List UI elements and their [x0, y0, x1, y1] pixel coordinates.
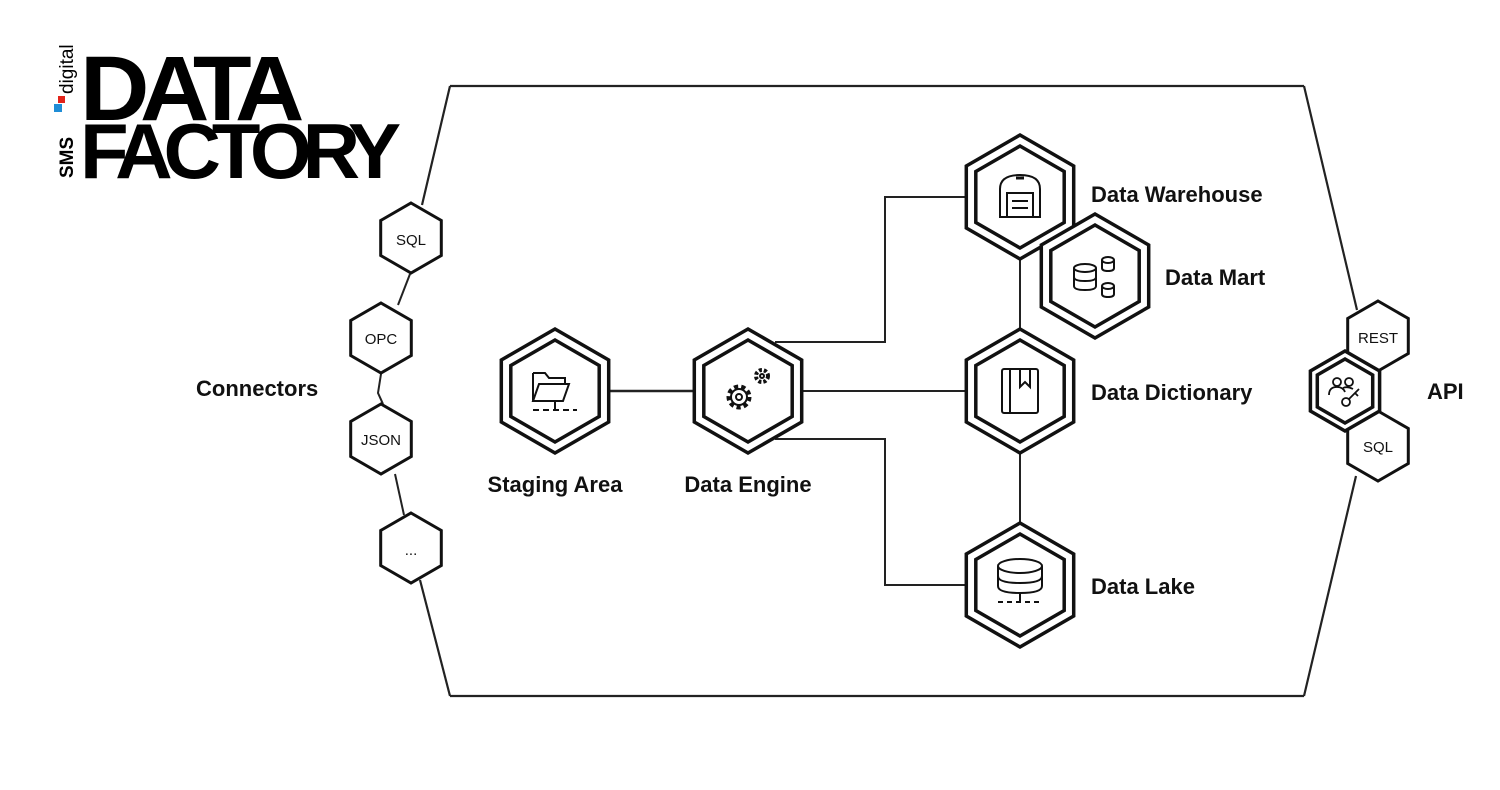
logo-blue-square: [54, 104, 62, 112]
staging-area-hex-inner: [509, 337, 601, 445]
edge-engine-lake: [775, 438, 968, 586]
edge-engine-warehouse: [775, 196, 968, 343]
databases-icon: [1073, 256, 1115, 299]
platform-frame: [418, 84, 1359, 698]
warehouse-icon: [999, 173, 1041, 218]
logo-title-factory: FACTORY: [80, 107, 400, 195]
database-network-icon: [997, 558, 1043, 603]
connector-opc-label[interactable]: OPC: [365, 331, 398, 348]
data-dictionary-label: Data Dictionary: [1091, 380, 1253, 405]
connector-hex-sql[interactable]: [379, 201, 443, 275]
frame-right-top: [1302, 85, 1359, 311]
users-key-icon: [1328, 377, 1360, 407]
frame-left-bottom: [418, 579, 452, 697]
logo: SMS digital DATA FACTORY: [54, 38, 409, 195]
api-rest-label[interactable]: REST: [1358, 330, 1398, 347]
chain-link: [376, 373, 384, 405]
connector-hex-json[interactable]: [349, 402, 413, 476]
connector-hex-opc[interactable]: [349, 301, 413, 375]
connector-hex-more[interactable]: [379, 511, 443, 585]
logo-red-square: [58, 96, 65, 103]
chain-link: [397, 273, 411, 306]
connector-chain: [376, 273, 411, 516]
logo-sms-text: SMS: [57, 137, 78, 178]
data-warehouse-hex-inner: [974, 143, 1066, 251]
connector-more-label[interactable]: ...: [405, 542, 418, 559]
data-mart-label: Data Mart: [1165, 265, 1266, 290]
connectors-label: Connectors: [196, 376, 318, 401]
staging-area-label: Staging Area: [488, 472, 624, 497]
data-lake-hex-inner: [974, 531, 1066, 639]
gears-icon: [726, 368, 770, 410]
edges: [607, 196, 1021, 586]
data-engine-label: Data Engine: [684, 472, 811, 497]
data-warehouse-label: Data Warehouse: [1091, 182, 1263, 207]
connector-sql-label[interactable]: SQL: [396, 232, 426, 249]
book-icon: [1001, 368, 1039, 414]
api-sql-label[interactable]: SQL: [1363, 439, 1393, 456]
logo-digital-text: digital: [57, 44, 78, 94]
folder-network-icon: [531, 372, 577, 411]
frame-left-top: [420, 85, 452, 206]
connector-json-label[interactable]: JSON: [361, 432, 401, 449]
data-dictionary-hex-inner: [974, 337, 1066, 445]
chain-link: [394, 473, 405, 516]
frame-right-bottom: [1302, 475, 1358, 697]
data-lake-label: Data Lake: [1091, 574, 1195, 599]
logo-title-data: DATA: [80, 38, 303, 140]
api-label: API: [1427, 379, 1464, 404]
